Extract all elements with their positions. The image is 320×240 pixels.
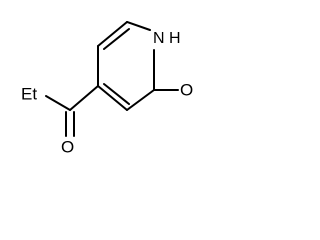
ethyl-label: Et bbox=[21, 84, 37, 103]
bond-c4-c3 bbox=[97, 85, 128, 111]
carbonyl-oxygen-label: O bbox=[61, 137, 74, 156]
ring-oxygen-label: O bbox=[180, 80, 193, 99]
bond-c6-c5-inner bbox=[103, 28, 130, 50]
molecule-structure: N H Et O O bbox=[21, 21, 193, 156]
bond-c4-carbonyl bbox=[69, 85, 99, 111]
bond-c6-n1 bbox=[126, 21, 151, 31]
bond-carbonyl-ethyl bbox=[45, 95, 71, 111]
bond-c6-c5 bbox=[97, 21, 128, 47]
nh-label: N H bbox=[153, 30, 181, 47]
bond-c4-c3-inner bbox=[103, 83, 130, 105]
bond-c3-c2 bbox=[126, 89, 155, 111]
